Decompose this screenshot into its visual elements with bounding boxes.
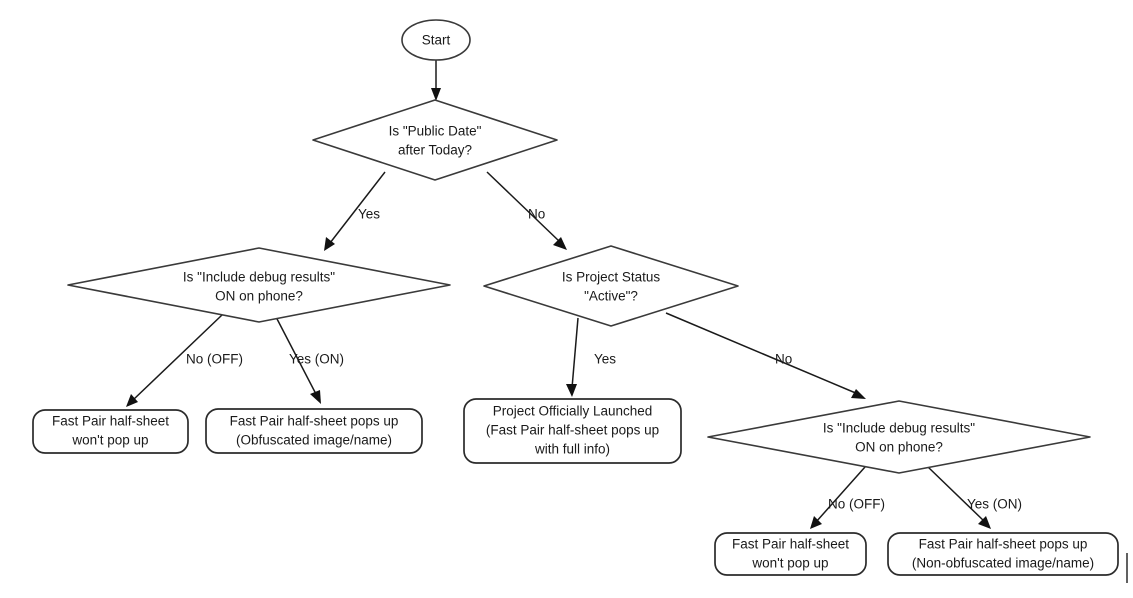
edge-start-to-public-date [431, 60, 441, 101]
edge-line [815, 466, 866, 523]
arrowhead-icon [553, 237, 567, 250]
terminal-rect-shape [714, 532, 867, 576]
arrowhead-icon [851, 389, 866, 399]
node-terminal-right-off[interactable]: Fast Pair half-sheet won't pop up [714, 532, 867, 576]
node-terminal-left-off-line1: Fast Pair half-sheet [52, 414, 169, 429]
edge-debug-right-off: No (OFF) [810, 466, 885, 529]
node-terminal-left-on[interactable]: Fast Pair half-sheet pops up (Obfuscated… [205, 408, 423, 454]
edge-label-yes: Yes [358, 207, 380, 222]
node-decision-project-status-line2: "Active"? [584, 289, 638, 304]
node-terminal-launched-line1: Project Officially Launched [493, 404, 653, 419]
terminal-rect-shape [32, 409, 189, 454]
edge-line [665, 312, 859, 395]
node-decision-debug-right[interactable]: Is "Include debug results" ON on phone? [707, 400, 1091, 474]
edge-debug-left-off: No (OFF) [126, 314, 243, 407]
edge-debug-left-on: Yes (ON) [274, 314, 344, 404]
arrowhead-icon [978, 516, 991, 529]
terminal-rect-shape [205, 408, 423, 454]
edge-line [486, 171, 561, 243]
node-terminal-launched[interactable]: Project Officially Launched (Fast Pair h… [463, 398, 682, 464]
edge-public-date-yes: Yes [324, 171, 386, 251]
edge-label-yes: Yes [594, 352, 616, 367]
node-terminal-right-on[interactable]: Fast Pair half-sheet pops up (Non-obfusc… [887, 532, 1119, 576]
edge-label-yes-on: Yes (ON) [289, 352, 344, 367]
edge-project-status-no: No [665, 312, 866, 399]
node-terminal-left-off-line2: won't pop up [71, 433, 148, 448]
node-decision-project-status[interactable]: Is Project Status "Active"? [483, 245, 739, 327]
node-decision-public-date[interactable]: Is "Public Date" after Today? [312, 99, 558, 181]
node-terminal-left-on-line1: Fast Pair half-sheet pops up [230, 414, 399, 429]
edge-project-status-yes: Yes [566, 317, 616, 397]
edge-public-date-no: No [486, 171, 567, 250]
edge-line [329, 171, 386, 244]
node-terminal-left-off[interactable]: Fast Pair half-sheet won't pop up [32, 409, 189, 454]
arrowhead-icon [310, 390, 321, 404]
edge-label-no: No [775, 352, 792, 367]
node-terminal-launched-line3: with full info) [534, 442, 610, 457]
node-decision-public-date-line2: after Today? [398, 143, 472, 158]
node-terminal-launched-line2: (Fast Pair half-sheet pops up [486, 423, 659, 438]
node-decision-project-status-line1: Is Project Status [562, 270, 661, 285]
arrowhead-icon [810, 516, 822, 529]
terminal-rect-shape [463, 398, 682, 464]
node-terminal-right-off-line1: Fast Pair half-sheet [732, 537, 849, 552]
edge-line [927, 466, 986, 523]
decision-diamond-shape [483, 245, 739, 327]
arrowhead-icon [126, 394, 138, 407]
edge-line [274, 314, 318, 397]
node-terminal-right-off-line2: won't pop up [751, 556, 828, 571]
edge-line [132, 314, 223, 401]
node-decision-debug-left[interactable]: Is "Include debug results" ON on phone? [67, 247, 451, 323]
edge-label-no-off: No (OFF) [186, 352, 243, 367]
node-decision-debug-left-line2: ON on phone? [215, 289, 303, 304]
node-start-label: Start [422, 33, 451, 48]
decision-diamond-shape [707, 400, 1091, 474]
edge-debug-right-on: Yes (ON) [927, 466, 1022, 529]
edge-label-no-off: No (OFF) [828, 497, 885, 512]
arrowhead-icon [324, 237, 335, 251]
node-decision-debug-right-line2: ON on phone? [855, 440, 943, 455]
node-terminal-right-on-line1: Fast Pair half-sheet pops up [919, 537, 1088, 552]
arrowhead-icon [566, 384, 577, 397]
node-start[interactable]: Start [401, 19, 471, 61]
decision-diamond-shape [312, 99, 558, 181]
decision-diamond-shape [67, 247, 451, 323]
edge-line [571, 317, 579, 389]
arrowhead-icon [431, 88, 441, 101]
start-ellipse-shape [401, 19, 471, 61]
node-decision-debug-right-line1: Is "Include debug results" [823, 421, 975, 436]
edge-label-no: No [528, 207, 545, 222]
node-terminal-left-on-line2: (Obfuscated image/name) [236, 433, 392, 448]
terminal-rect-shape [887, 532, 1119, 576]
node-decision-debug-left-line1: Is "Include debug results" [183, 270, 335, 285]
node-decision-public-date-line1: Is "Public Date" [389, 124, 482, 139]
edge-label-yes-on: Yes (ON) [967, 497, 1022, 512]
node-terminal-right-on-line2: (Non-obfuscated image/name) [912, 556, 1094, 571]
